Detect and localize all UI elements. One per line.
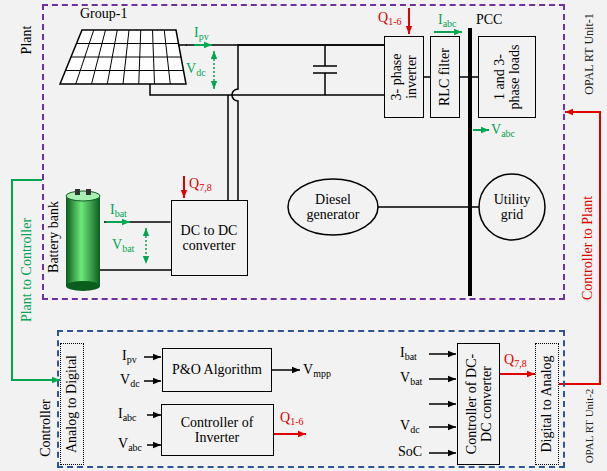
signal-label: Vdc: [400, 418, 420, 438]
control-arrow: [559, 112, 600, 384]
input-arrow: [429, 378, 456, 380]
input-arrow: [144, 380, 161, 382]
signal-label: Vabc: [491, 122, 515, 142]
signal-arrow: [434, 31, 462, 33]
converter-box: DC to DC converter: [171, 200, 248, 276]
gate-arrow: [500, 373, 535, 375]
dc-rail: [150, 84, 392, 95]
region-heading: Plant: [19, 26, 34, 55]
node-label: Digital to Analog: [539, 349, 554, 460]
signal-label: Vbat: [112, 237, 134, 257]
dc-wire: [232, 45, 384, 200]
ellipse-shape: [479, 174, 545, 240]
gate-label: Q7,8: [504, 352, 527, 372]
inverter-controller-box: Controller of Inverter: [161, 404, 274, 456]
gate-label: Q1-6: [280, 410, 303, 430]
input-arrow: [429, 426, 456, 428]
plant-region: Group-1Battery bank DC to DC converter 3- …: [42, 4, 565, 300]
adc-box: Analog to Digital: [60, 343, 84, 465]
node-label: Controller of Inverter: [167, 415, 267, 446]
battery-body: [66, 196, 100, 286]
battery-top: [66, 191, 100, 201]
converter-controller-box: Controller of DC-DC converter: [457, 343, 500, 465]
gate-label: Q1-6: [378, 10, 401, 30]
gate-arrow: [183, 176, 185, 198]
gate-label: Q7,8: [189, 176, 212, 196]
signal-arrow: [106, 221, 130, 223]
input-arrow: [429, 452, 456, 454]
signal-label: Vmpp: [303, 362, 331, 382]
node-label: 1 and 3- phase loads: [492, 42, 523, 113]
signal-label: Ibat: [400, 345, 417, 365]
pcc-bus: [468, 28, 472, 296]
input-arrow: [429, 353, 456, 355]
generator-ellipse: Diesel generator: [287, 178, 379, 236]
pv-cell-grid: [66, 30, 184, 84]
signal-label: Ipv: [194, 25, 209, 45]
signal-label: SoC: [398, 444, 422, 460]
wire: [227, 95, 229, 204]
edge-label: Plant to Controller: [19, 218, 34, 322]
input-arrow: [147, 444, 161, 446]
voltage-arrow: [213, 51, 215, 89]
array-label: Group-1: [80, 6, 127, 21]
battery-base: [66, 281, 100, 291]
output-arrow: [272, 369, 300, 371]
signal-label: Vabc: [118, 436, 142, 456]
node-label: DC to DC converter: [177, 223, 241, 254]
node-label: 3- phase inverter: [389, 42, 420, 113]
signal-label: Vdc: [186, 61, 206, 81]
voltage-arrow: [145, 228, 147, 264]
node-label: Utility grid: [488, 192, 536, 223]
wire: [100, 269, 176, 271]
signal-label: Iabc: [118, 406, 137, 426]
signal-arrow: [194, 44, 212, 46]
battery-bank: Battery bank: [44, 180, 104, 294]
load-box: 1 and 3- phase loads: [478, 36, 536, 118]
wire: [178, 44, 187, 46]
dc-wire: [104, 221, 171, 223]
bus-wire: [375, 206, 482, 208]
battery-terminal: [86, 189, 91, 195]
node-label: Controller of DC-DC converter: [463, 349, 494, 460]
dac-box: Digital to Analog: [535, 343, 559, 465]
unit-label: OPAL RT Unit-1: [581, 13, 597, 95]
unit-label: OPAL RT Unit-2: [581, 389, 597, 464]
gate-arrow: [272, 433, 306, 435]
pv-array: Group-1: [58, 6, 186, 86]
ac-wire: [460, 76, 478, 78]
battery-terminal: [75, 189, 80, 195]
input-arrow: [147, 414, 161, 416]
bus-label: PCC: [476, 12, 502, 28]
grid-circle: Utility grid: [478, 173, 546, 241]
signal-label: Ipv: [122, 348, 137, 368]
node-label: Diesel generator: [300, 192, 366, 223]
pv-panel: [60, 30, 186, 84]
filter-box: RLC filter: [430, 36, 460, 118]
algorithm-box: P&O Algorithm: [162, 348, 272, 392]
inverter-box: 3- phase inverter: [384, 36, 424, 118]
signal-arrow: [473, 129, 489, 131]
capacitor-symbol: [313, 45, 337, 95]
input-arrow: [429, 403, 456, 405]
node-label: RLC filter: [437, 42, 452, 113]
signal-label: Vbat: [400, 370, 422, 390]
gate-arrow: [408, 8, 410, 34]
signal-label: Ibat: [110, 202, 127, 222]
node-label: Battery bank: [46, 201, 61, 273]
region-heading: Controller: [38, 399, 53, 457]
ellipse-shape: [288, 179, 378, 235]
input-arrow: [144, 356, 161, 358]
node-label: P&O Algorithm: [172, 362, 262, 377]
edge-label: Controller to Plant: [580, 196, 595, 300]
signal-label: Iabc: [438, 12, 457, 32]
node-label: Analog to Digital: [64, 349, 79, 460]
signal-label: Vdc: [120, 372, 140, 392]
